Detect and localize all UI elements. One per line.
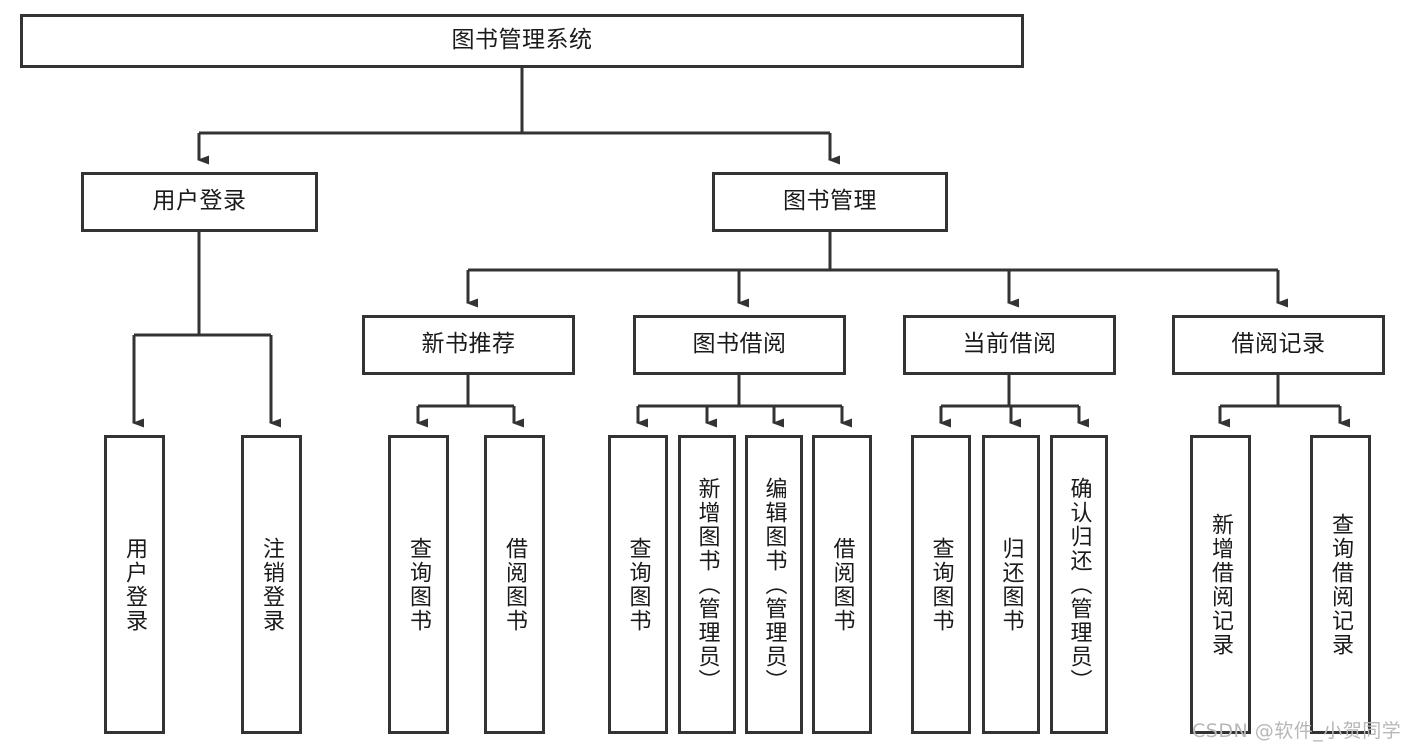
node-leaf-user-login[interactable]: 用户登录 <box>104 435 165 734</box>
node-leaf-add-record[interactable]: 新增借阅记录 <box>1190 435 1251 734</box>
edge-group-new-book-rec-to-leaves <box>416 375 524 428</box>
node-leaf-add-book[interactable]: 新增图书（管理员） <box>678 435 736 734</box>
node-label: 借阅记录 <box>1231 331 1326 358</box>
edge-group-borrow-record-to-leaves <box>1218 375 1350 428</box>
node-leaf-query-book-3[interactable]: 查询图书 <box>911 435 971 734</box>
node-label: 查询借阅记录 <box>1328 512 1354 657</box>
node-label: 借阅图书 <box>829 536 855 633</box>
node-leaf-query-book-2[interactable]: 查询图书 <box>608 435 668 734</box>
node-leaf-confirm-return[interactable]: 确认归还（管理员） <box>1050 435 1108 734</box>
node-leaf-query-book-1[interactable]: 查询图书 <box>388 435 449 734</box>
node-label: 新书推荐 <box>421 331 516 358</box>
node-label: 新增图书（管理员） <box>694 476 720 693</box>
node-label: 当前借阅 <box>962 331 1057 358</box>
node-label: 新增借阅记录 <box>1208 512 1234 657</box>
node-leaf-return-book[interactable]: 归还图书 <box>982 435 1040 734</box>
node-leaf-user-logout[interactable]: 注销登录 <box>241 435 302 734</box>
node-label: 查询图书 <box>625 536 651 633</box>
node-label: 归还图书 <box>998 536 1024 633</box>
node-label: 用户登录 <box>122 536 148 633</box>
node-label: 查询图书 <box>928 536 954 633</box>
node-label: 查询图书 <box>406 536 432 633</box>
node-label: 图书管理系统 <box>451 27 593 54</box>
node-user-login[interactable]: 用户登录 <box>81 172 318 232</box>
node-leaf-query-record[interactable]: 查询借阅记录 <box>1310 435 1371 734</box>
edge-groups <box>132 68 1350 428</box>
node-book-manage[interactable]: 图书管理 <box>712 172 948 232</box>
node-label: 图书管理 <box>783 188 877 215</box>
node-leaf-edit-book[interactable]: 编辑图书（管理员） <box>745 435 803 734</box>
node-leaf-borrow-book-2[interactable]: 借阅图书 <box>812 435 872 734</box>
node-label: 编辑图书（管理员） <box>761 476 787 693</box>
node-label: 注销登录 <box>259 536 285 633</box>
node-label: 借阅图书 <box>502 536 528 633</box>
edge-group-current-borrow-to-leaves <box>939 375 1089 428</box>
node-label: 用户登录 <box>152 188 247 215</box>
edge-group-book-manage-to-level3 <box>466 232 1288 308</box>
node-leaf-borrow-book-1[interactable]: 借阅图书 <box>484 435 545 734</box>
node-new-book-rec[interactable]: 新书推荐 <box>362 315 575 375</box>
node-root[interactable]: 图书管理系统 <box>20 14 1024 68</box>
node-borrow-record[interactable]: 借阅记录 <box>1172 315 1385 375</box>
node-label: 图书借阅 <box>692 331 787 358</box>
node-label: 确认归还（管理员） <box>1066 476 1092 693</box>
edge-group-root-to-level2 <box>197 68 840 165</box>
edge-group-book-borrow-to-leaves <box>636 375 852 428</box>
node-current-borrow[interactable]: 当前借阅 <box>903 315 1116 375</box>
edge-group-user-login-to-leaves <box>132 232 281 428</box>
node-book-borrow[interactable]: 图书借阅 <box>633 315 846 375</box>
